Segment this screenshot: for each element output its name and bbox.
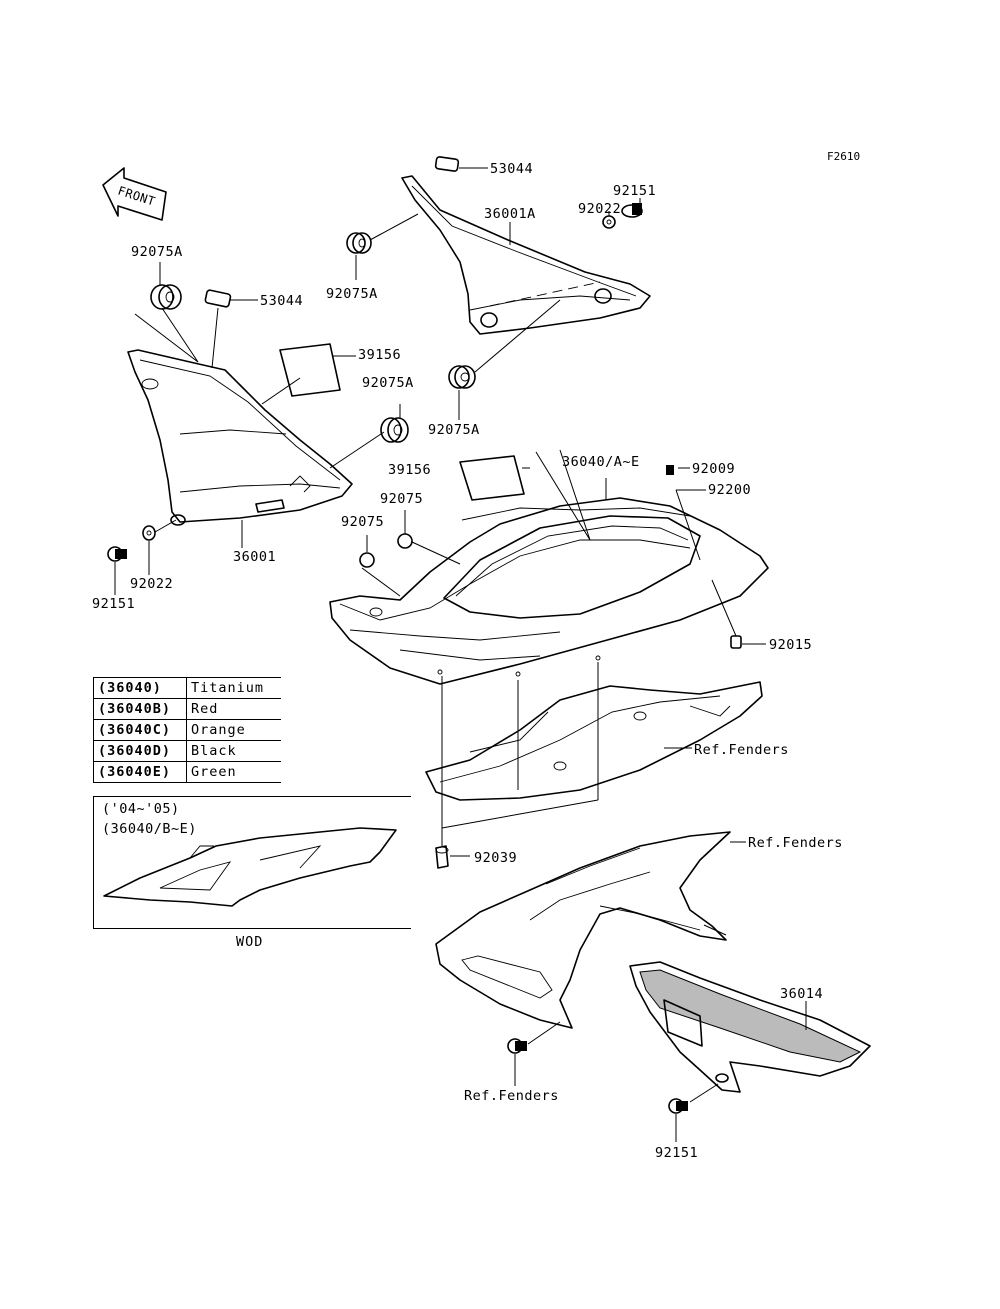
part-label-36001: 36001 (233, 549, 276, 565)
part-label-36001a: 36001A (484, 206, 536, 222)
washer-92022-top (602, 215, 616, 229)
part-label-92075a-upper-left: 92075A (131, 244, 183, 260)
part-label-92075a-mid: 92075A (362, 375, 414, 391)
color-name-cell: Green (186, 761, 281, 783)
color-name-cell: Orange (186, 719, 281, 741)
part-label-92151-bottom: 92151 (655, 1145, 698, 1161)
figure-code: F2610 (827, 150, 861, 163)
label-39156-center (459, 455, 525, 501)
part-label-39156-left: 39156 (358, 347, 401, 363)
variant-box: ('04~'05) (36040/B~E) (93, 796, 411, 929)
color-table: (36040) Titanium (36040B) Red (36040C) O… (93, 677, 281, 783)
bolt-92151-bottom (668, 1098, 688, 1114)
variant-cowl-sketch (103, 827, 397, 907)
color-code-cell: (36040E) (93, 761, 187, 783)
table-row: (36040D) Black (93, 740, 281, 762)
nut-92075-a (359, 552, 375, 568)
part-label-92151-top: 92151 (613, 183, 656, 199)
part-label-92075a-lower: 92075A (428, 422, 480, 438)
screw-92009 (666, 465, 674, 475)
ref-fenders-label-1: Ref.Fenders (694, 742, 789, 758)
side-cover-36001a (401, 175, 651, 335)
color-code-cell: (36040B) (93, 698, 187, 720)
part-label-92075-b: 92075 (380, 491, 423, 507)
bolt-ref-fenders (507, 1038, 527, 1054)
color-name-cell: Red (186, 698, 281, 720)
clip-92015 (730, 635, 742, 649)
nut-92075-b (397, 533, 413, 549)
grommet-92075a-lower (448, 365, 476, 389)
side-cover-36001 (127, 349, 353, 526)
table-row: (36040) Titanium (93, 677, 281, 699)
part-label-92009: 92009 (692, 461, 735, 477)
part-label-53044-top: 53044 (490, 161, 533, 177)
washer-92022-left (142, 525, 156, 541)
grommet-92075a-upper-left (150, 284, 182, 310)
ref-fenders-label-3: Ref.Fenders (464, 1088, 559, 1104)
color-code-cell: (36040D) (93, 740, 187, 762)
color-code-cell: (36040) (93, 677, 187, 699)
variant-years: ('04~'05) (102, 801, 180, 817)
part-label-92015: 92015 (769, 637, 812, 653)
part-label-92039: 92039 (474, 850, 517, 866)
part-label-92075-a: 92075 (341, 514, 384, 530)
undertray-ref-fenders (425, 681, 763, 801)
table-row: (36040E) Green (93, 761, 281, 783)
bolt-92151-top (621, 203, 643, 218)
color-name-cell: Titanium (186, 677, 281, 699)
front-arrow-icon: FRONT (102, 167, 167, 221)
tail-cover-36014 (629, 961, 871, 1093)
seat-cowl-36040 (329, 497, 769, 685)
bolt-92151-left (107, 546, 127, 562)
part-label-39156-center: 39156 (388, 462, 431, 478)
color-name-cell: Black (186, 740, 281, 762)
grommet-92075a-mid (380, 417, 409, 443)
part-label-36040: 36040/A~E (562, 454, 640, 470)
part-label-53044-left: 53044 (260, 293, 303, 309)
clip-92039 (435, 845, 449, 869)
variant-note: WOD (236, 934, 264, 950)
label-39156-left (279, 343, 341, 397)
color-code-cell: (36040C) (93, 719, 187, 741)
part-label-36014: 36014 (780, 986, 823, 1002)
part-label-92022-top: 92022 (578, 201, 621, 217)
lower-cowl-ref-fenders (435, 831, 731, 1029)
part-label-92151-left: 92151 (92, 596, 135, 612)
table-row: (36040C) Orange (93, 719, 281, 741)
part-label-92022-left: 92022 (130, 576, 173, 592)
pin-53044-left (204, 289, 232, 308)
part-label-92075a-top-mid: 92075A (326, 286, 378, 302)
variant-parts: (36040/B~E) (102, 821, 197, 837)
part-label-92200: 92200 (708, 482, 751, 498)
table-row: (36040B) Red (93, 698, 281, 720)
grommet-92075a-top (346, 232, 372, 254)
ref-fenders-label-2: Ref.Fenders (748, 835, 843, 851)
pin-53044-top (434, 156, 460, 172)
